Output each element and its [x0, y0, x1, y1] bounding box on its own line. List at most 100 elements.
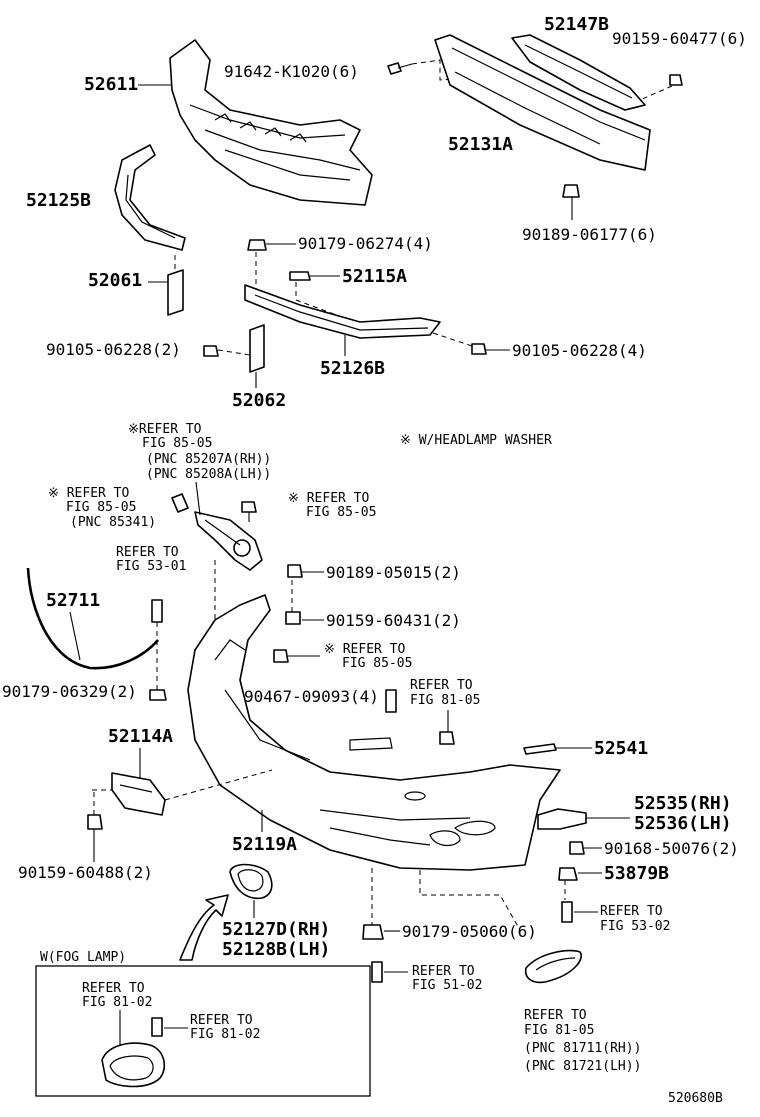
part-52114A-shape — [111, 772, 166, 816]
side-marker-shape — [524, 949, 582, 984]
nut-90179-06329-shape — [149, 689, 167, 701]
part-52115A-shape — [289, 271, 311, 281]
label-90168-50076: 90168-50076(2) — [604, 839, 739, 858]
label-90159-60431: 90159-60431(2) — [326, 611, 461, 630]
fog-ref1-line1: REFER TO — [82, 981, 145, 996]
part-52541-shape — [523, 743, 557, 755]
label-52127D: 52127D(RH) — [222, 919, 330, 940]
nut-90189-06177-shape — [562, 184, 580, 198]
label-90105-06228-2: 90105-06228(2) — [46, 340, 181, 359]
label-52535: 52535(RH) — [634, 793, 732, 814]
ref9-line4: (PNC 81721(LH)) — [524, 1059, 641, 1074]
label-53879B: 53879B — [604, 863, 669, 884]
fog-bezel-shape — [229, 863, 273, 900]
ref5-line2: FIG 85-05 — [342, 656, 412, 671]
label-52711: 52711 — [46, 590, 100, 611]
washer-note: ※ W/HEADLAMP WASHER — [400, 433, 552, 448]
part-52125B-shape — [114, 144, 186, 251]
label-52131A: 52131A — [448, 134, 513, 155]
clip-fig8505-shape — [273, 649, 289, 663]
ref3-line1: ※ REFER TO — [288, 491, 370, 506]
label-52611: 52611 — [84, 74, 138, 95]
label-90189-06177: 90189-06177(6) — [522, 225, 657, 244]
bolt-fig5301-shape — [151, 599, 163, 623]
part-52611-shape — [169, 39, 373, 206]
label-90105-06228-4: 90105-06228(4) — [512, 341, 647, 360]
label-52126B: 52126B — [320, 358, 385, 379]
bolt-fig5102-shape — [371, 961, 383, 983]
ref1-line3: (PNC 85207A(RH)) — [146, 452, 271, 467]
label-52114A: 52114A — [108, 726, 173, 747]
label-90179-06274: 90179-06274(4) — [298, 234, 433, 253]
ref9-line2: FIG 81-05 — [524, 1023, 594, 1038]
nut-53879B-shape — [558, 867, 578, 881]
nut-90168-50076-shape — [569, 841, 585, 855]
fog-lamp-shape — [101, 1017, 166, 1088]
ref8-line2: FIG 51-02 — [412, 978, 482, 993]
label-90159-60488: 90159-60488(2) — [18, 863, 153, 882]
ref7-line1: REFER TO — [600, 904, 663, 919]
label-90159-60477: 90159-60477(6) — [612, 29, 747, 48]
ref2-line2: FIG 85-05 — [66, 500, 136, 515]
part-52062-shape — [249, 324, 265, 373]
label-52128B: 52128B(LH) — [222, 939, 330, 960]
bolt-90159-60488-shape — [87, 814, 103, 830]
part-52061-shape — [167, 269, 184, 316]
label-52536: 52536(LH) — [634, 813, 732, 834]
part-52711-shape — [26, 567, 159, 670]
ref1-line1: ※REFER TO — [128, 422, 202, 437]
label-90179-05060: 90179-05060(6) — [402, 922, 537, 941]
ref4-line1: REFER TO — [116, 545, 179, 560]
bolt-90105-06228-4-shape — [471, 343, 487, 355]
nut-90179-06274-shape — [247, 239, 267, 251]
label-52541: 52541 — [594, 738, 648, 759]
clip-90467-09093-shape — [385, 689, 397, 713]
label-91642-K1020: 91642-K1020(6) — [224, 62, 359, 81]
ref2-line3: (PNC 85341) — [70, 515, 156, 530]
fog-ref1-line2: FIG 81-02 — [82, 995, 152, 1010]
ref4-line2: FIG 53-01 — [116, 559, 186, 574]
part-52126B-shape — [244, 284, 441, 339]
label-52125B: 52125B — [26, 190, 91, 211]
ref9-line1: REFER TO — [524, 1008, 587, 1023]
fog-ref2-line2: FIG 81-02 — [190, 1027, 260, 1042]
diagram-id: 520680B — [668, 1091, 723, 1106]
label-52061: 52061 — [88, 270, 142, 291]
label-90189-05015: 90189-05015(2) — [326, 563, 461, 582]
ref5-line1: ※ REFER TO — [324, 642, 406, 657]
ref9-line3: (PNC 81711(RH)) — [524, 1041, 641, 1056]
nut-90179-05060-shape — [362, 924, 384, 940]
headlamp-washer-shape — [171, 493, 263, 571]
inset-arrow-shape — [179, 894, 229, 961]
ref1-line4: (PNC 85208A(LH)) — [146, 467, 271, 482]
ref6-line2: FIG 81-05 — [410, 693, 480, 708]
bolt-fig5302-shape — [561, 901, 573, 923]
bumper-cover-shape — [187, 594, 561, 871]
part-52147B-shape — [511, 34, 646, 111]
ref3-line2: FIG 85-05 — [306, 505, 376, 520]
label-52119A: 52119A — [232, 834, 297, 855]
fog-ref2-line1: REFER TO — [190, 1013, 253, 1028]
sensor-fig8105-shape — [439, 731, 455, 745]
ref6-line1: REFER TO — [410, 678, 473, 693]
bolt-91642-shape — [387, 62, 413, 75]
label-52147B: 52147B — [544, 14, 609, 35]
ref1-line2: FIG 85-05 — [142, 436, 212, 451]
ref7-line2: FIG 53-02 — [600, 919, 670, 934]
bolt-90105-06228-2-shape — [203, 345, 219, 357]
bolt-90159-60477-shape — [669, 74, 683, 86]
label-52062: 52062 — [232, 390, 286, 411]
fog-inset-title: W(FOG LAMP) — [40, 950, 126, 965]
ref2-line1: ※ REFER TO — [48, 486, 130, 501]
ref8-line1: REFER TO — [412, 964, 475, 979]
bolt-90159-60431-shape — [285, 611, 301, 625]
label-90179-06329: 90179-06329(2) — [2, 682, 137, 701]
nut-90189-05015-shape — [287, 564, 303, 578]
part-52131A-shape — [434, 34, 651, 171]
fog-lamp-inset-box — [35, 965, 371, 1097]
label-52115A: 52115A — [342, 266, 407, 287]
label-90467-09093: 90467-09093(4) — [244, 687, 379, 706]
part-52535-shape — [537, 808, 587, 830]
